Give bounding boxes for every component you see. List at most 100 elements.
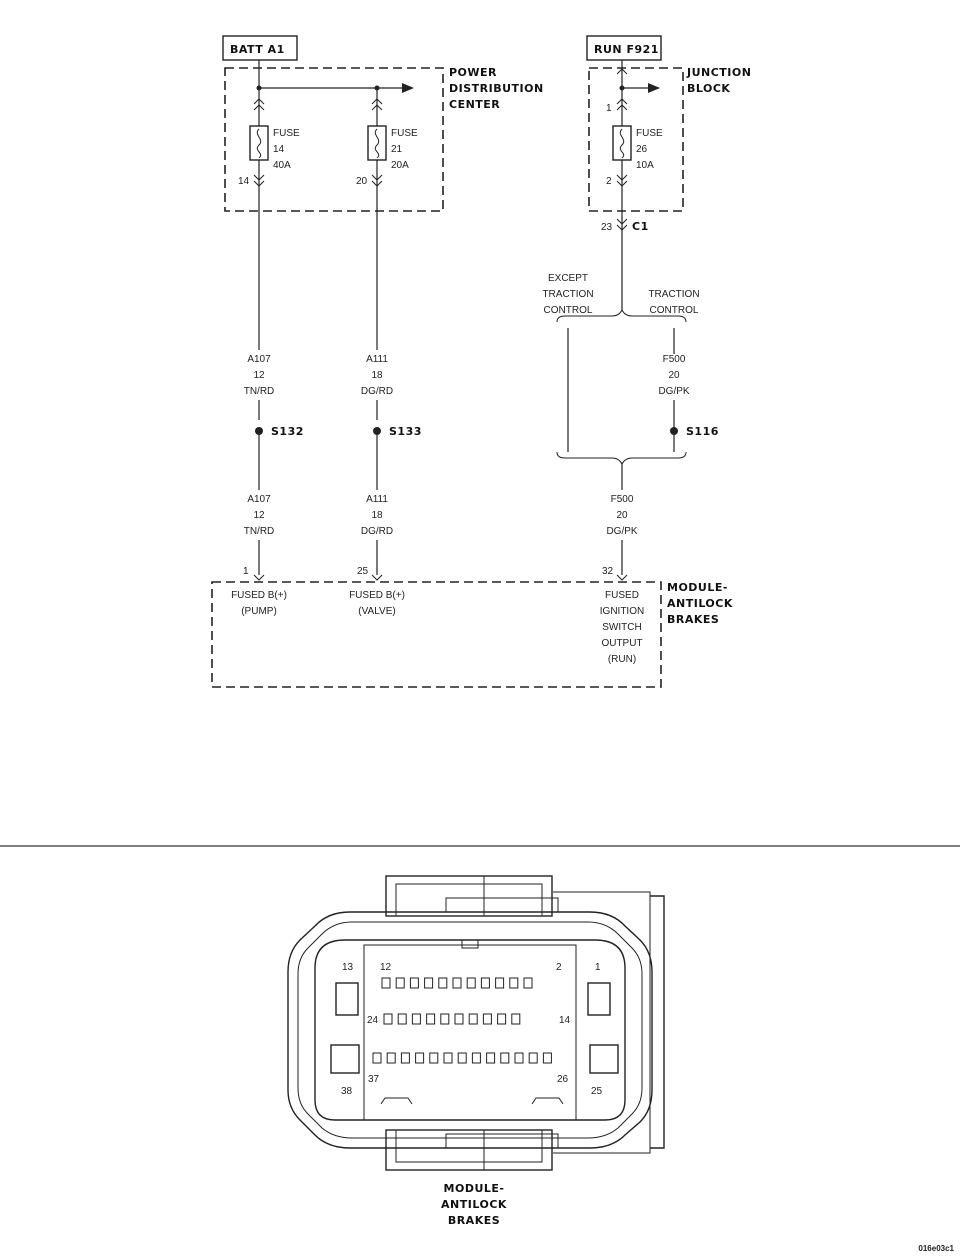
splice-s132-label: S132 — [271, 425, 304, 438]
cavity-1-label: 1 — [595, 962, 601, 973]
svg-text:CENTER: CENTER — [449, 98, 500, 111]
svg-text:26: 26 — [636, 144, 648, 155]
pin-cavity — [411, 1013, 421, 1025]
svg-text:TN/RD: TN/RD — [244, 526, 275, 537]
junction-block-label: JUNCTION BLOCK — [686, 66, 751, 95]
wire-a107-lower-label: A107 12 TN/RD — [244, 494, 275, 537]
fuse-21-body — [367, 125, 387, 161]
svg-text:BRAKES: BRAKES — [448, 1214, 500, 1227]
svg-text:ANTILOCK: ANTILOCK — [667, 597, 733, 610]
svg-text:14: 14 — [273, 144, 285, 155]
pin-cavity — [400, 1052, 410, 1064]
option-except-traction-label: EXCEPT TRACTION CONTROL — [542, 273, 593, 316]
connector-caption: MODULE- ANTILOCK BRAKES — [441, 1182, 507, 1227]
pin-cavity — [514, 1052, 524, 1064]
wire-f500-upper-label: F500 20 DG/PK — [658, 354, 689, 397]
fuse-21-pin: 20 — [356, 176, 368, 187]
splice-s133-label: S133 — [389, 425, 422, 438]
module-pin-32: 32 — [602, 566, 614, 577]
terminal-pump-label: FUSED B(+) (PUMP) — [231, 590, 287, 617]
svg-text:FUSE: FUSE — [391, 128, 418, 139]
svg-text:JUNCTION: JUNCTION — [686, 66, 751, 79]
svg-text:DG/RD: DG/RD — [361, 526, 393, 537]
svg-text:A111: A111 — [366, 354, 388, 365]
svg-text:18: 18 — [371, 510, 383, 521]
fuse-14-pin: 14 — [238, 176, 250, 187]
pin-cavity — [511, 1013, 521, 1025]
pin-cavity — [429, 1052, 439, 1064]
fuse-26-pin-top: 1 — [606, 103, 612, 114]
up-arrow-icon — [616, 68, 628, 75]
pin-cavity — [424, 977, 434, 989]
svg-text:DG/RD: DG/RD — [361, 386, 393, 397]
svg-text:20: 20 — [616, 510, 628, 521]
svg-text:18: 18 — [371, 370, 383, 381]
connector-mark — [253, 98, 265, 111]
cavity-38-label: 38 — [341, 1086, 353, 1097]
terminal-valve-label: FUSED B(+) (VALVE) — [349, 590, 405, 617]
svg-text:12: 12 — [253, 510, 265, 521]
wire-f500-lower-label: F500 20 DG/PK — [606, 494, 637, 537]
pin-cavity — [383, 1013, 393, 1025]
cavity-25-label: 25 — [591, 1086, 603, 1097]
fuse-26-body — [612, 125, 632, 161]
module-pin-25: 25 — [357, 566, 369, 577]
pin-cavity — [500, 1052, 510, 1064]
svg-text:FUSED: FUSED — [605, 590, 639, 601]
pin-cavity — [528, 1052, 538, 1064]
splice-s116 — [670, 427, 678, 435]
cavity-26-label: 26 — [557, 1074, 569, 1085]
pin-cavity — [440, 1013, 450, 1025]
svg-text:BRAKES: BRAKES — [667, 613, 719, 626]
pin-cavity — [468, 1013, 478, 1025]
pin-cavity — [386, 1052, 396, 1064]
svg-text:FUSED B(+): FUSED B(+) — [231, 590, 287, 601]
pin-cavity — [438, 977, 448, 989]
svg-text:(PUMP): (PUMP) — [241, 606, 277, 617]
pdc-label: POWER DISTRIBUTION CENTER — [449, 66, 543, 111]
svg-text:BATT A1: BATT A1 — [230, 43, 285, 56]
connector-c1-pin: 23 — [601, 222, 613, 233]
run-f921-source: RUN F921 — [586, 35, 662, 61]
svg-text:IGNITION: IGNITION — [600, 606, 644, 617]
wire-a111-upper-label: A111 18 DG/RD — [361, 354, 393, 397]
pin-cavity — [454, 1013, 464, 1025]
fuse-14-icon — [256, 128, 262, 159]
svg-text:21: 21 — [391, 144, 403, 155]
fuse-14-body — [249, 125, 269, 161]
pin-cavity — [495, 977, 505, 989]
cavity-24-label: 24 — [367, 1015, 379, 1026]
svg-text:F500: F500 — [611, 494, 634, 505]
abs-module-label: MODULE- ANTILOCK BRAKES — [667, 581, 733, 626]
pin-cavity — [372, 1052, 382, 1064]
pin-cavity — [497, 1013, 507, 1025]
pin-cavity — [480, 977, 490, 989]
pin-cavity — [486, 1052, 496, 1064]
junction-block-boundary — [588, 67, 684, 212]
fuse-26-icon — [619, 128, 625, 159]
svg-text:BLOCK: BLOCK — [687, 82, 730, 95]
svg-text:ANTILOCK: ANTILOCK — [441, 1198, 507, 1211]
pin-cavity — [482, 1013, 492, 1025]
wire-a107-upper-label: A107 12 TN/RD — [244, 354, 275, 397]
svg-text:12: 12 — [253, 370, 265, 381]
splice-s116-label: S116 — [686, 425, 719, 438]
svg-text:TN/RD: TN/RD — [244, 386, 275, 397]
cavity-37-label: 37 — [368, 1074, 380, 1085]
svg-text:20A: 20A — [391, 160, 409, 171]
pin-cavity — [415, 1052, 425, 1064]
pin-cavity — [542, 1052, 552, 1064]
abs-connector-view — [287, 875, 665, 1171]
cavity-12-label: 12 — [380, 962, 392, 973]
fuse-26-label: FUSE 26 10A — [636, 128, 663, 171]
svg-text:MODULE-: MODULE- — [444, 1182, 505, 1195]
svg-text:POWER: POWER — [449, 66, 497, 79]
svg-text:10A: 10A — [636, 160, 654, 171]
fuse-26-pin-bottom: 2 — [606, 176, 612, 187]
pin-cavity — [395, 977, 405, 989]
svg-text:TRACTION: TRACTION — [542, 289, 593, 300]
svg-text:(VALVE): (VALVE) — [358, 606, 395, 617]
svg-text:SWITCH: SWITCH — [602, 622, 641, 633]
connector-pin-cavities — [372, 977, 552, 1064]
